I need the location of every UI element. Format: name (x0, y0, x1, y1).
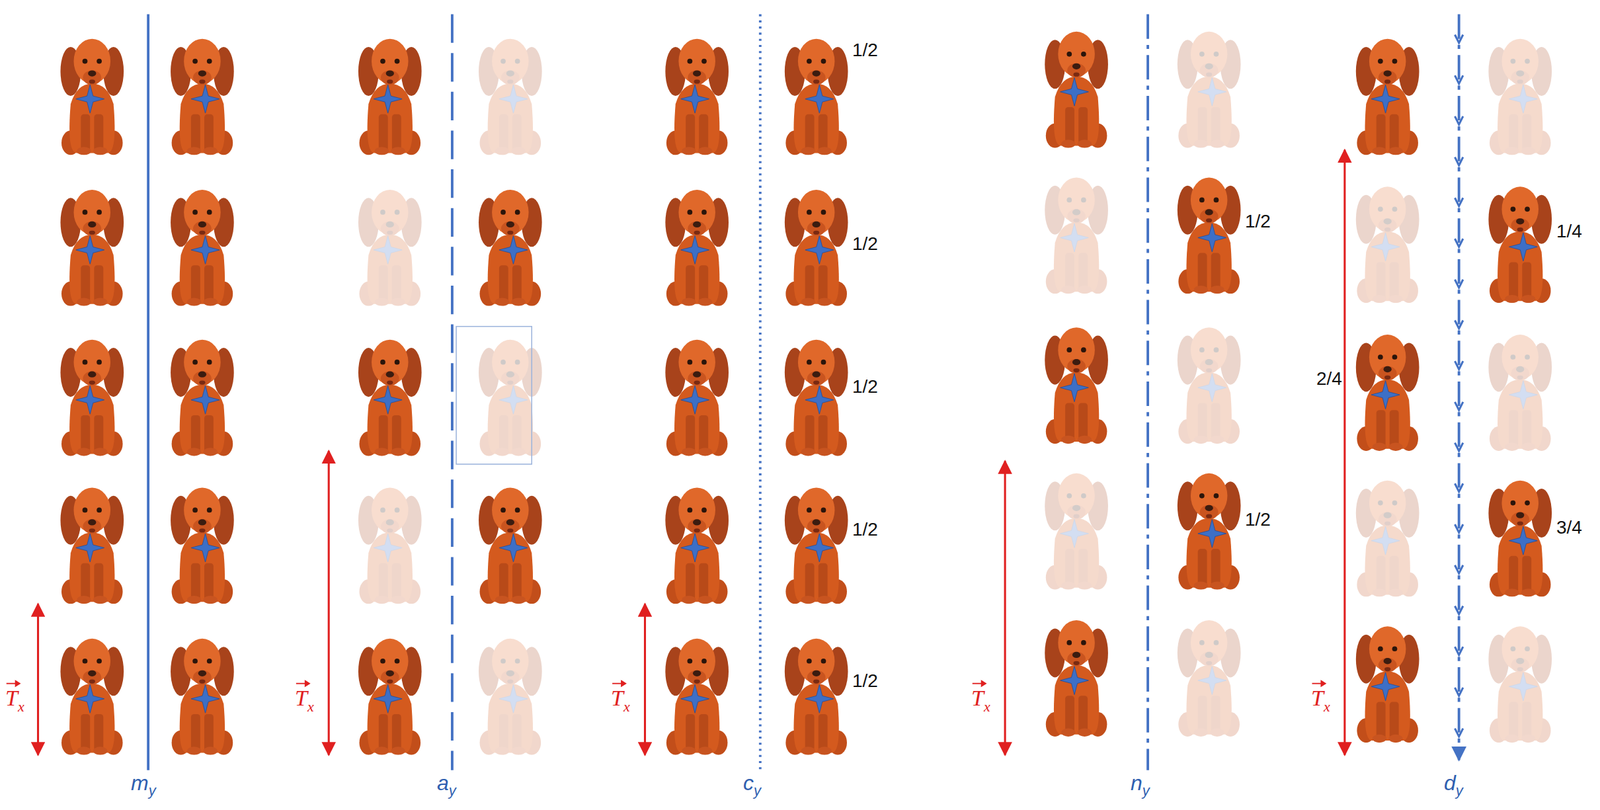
dog (784, 39, 849, 156)
dog-pale (1044, 177, 1109, 294)
dog-pale (358, 189, 422, 307)
symbol-text: n (1130, 772, 1143, 794)
dog (170, 638, 235, 756)
dog (60, 39, 124, 156)
fraction-label: 1/2 (1243, 212, 1273, 231)
fraction-label: 1/2 (1243, 510, 1273, 529)
dog-pale (1177, 327, 1241, 444)
subscript-text: x (307, 699, 315, 715)
dog (665, 638, 729, 756)
fraction-label: 1/2 (850, 234, 880, 254)
dog (665, 189, 729, 307)
translation-label: Tx (5, 686, 25, 710)
dog-pale (478, 638, 543, 756)
dog (478, 189, 543, 307)
glide-line-n (1146, 14, 1150, 771)
dog-pale (1356, 186, 1420, 303)
subscript-text: y (1142, 783, 1150, 799)
dog (358, 39, 422, 156)
subscript-text: x (1323, 699, 1331, 715)
translation-arrow (38, 150, 1345, 756)
translation-label: Tx (1311, 686, 1331, 710)
symbol-text: T (610, 686, 624, 710)
dog-pale (1356, 480, 1420, 598)
dog (1044, 327, 1109, 444)
subscript-text: y (1455, 783, 1464, 799)
dog (665, 487, 729, 604)
symmetry-symbol: ay (437, 772, 457, 794)
translation-label: Tx (971, 686, 991, 710)
glide-line-c (759, 14, 762, 771)
translation-label: Tx (294, 686, 315, 710)
dog-pale (1488, 334, 1552, 451)
symbol-text: T (971, 686, 984, 710)
dog (358, 638, 422, 756)
dog-pale (1488, 626, 1552, 743)
symbol-text: T (1311, 686, 1324, 710)
dog-pale (478, 339, 543, 457)
dog (1356, 334, 1420, 451)
dog (1177, 473, 1241, 590)
dog (665, 339, 729, 457)
symbol-text: T (294, 686, 308, 710)
dog (665, 39, 729, 156)
mirror-line (146, 14, 150, 771)
symbol-text: c (743, 772, 754, 794)
dog-pale (1488, 39, 1552, 156)
highlight-box (456, 326, 532, 465)
symbol-text: a (437, 772, 449, 794)
dog (1488, 186, 1552, 303)
fraction-label: 1/2 (850, 377, 880, 397)
dog (170, 487, 235, 604)
fraction-label: 2/4 (1315, 369, 1344, 389)
dog (1044, 620, 1109, 737)
dog-pale (478, 39, 543, 156)
dog (60, 189, 124, 307)
dog (1356, 626, 1420, 743)
fraction-label: 1/2 (850, 520, 880, 539)
fraction-label: 1/2 (850, 671, 880, 691)
dog (784, 638, 849, 756)
symbol-text: m (130, 772, 149, 794)
dog (784, 339, 849, 457)
dog (1488, 480, 1552, 598)
dog (60, 638, 124, 756)
dog (784, 487, 849, 604)
dog (170, 189, 235, 307)
fraction-label: 1/4 (1555, 222, 1584, 241)
dog-pale (1044, 473, 1109, 590)
dog (1177, 177, 1241, 294)
fraction-label: 3/4 (1555, 518, 1584, 537)
subscript-text: y (753, 783, 761, 799)
dog-pale (1177, 31, 1241, 149)
dog-pale (1177, 620, 1241, 737)
symmetry-symbol: ny (1130, 772, 1150, 794)
dog (170, 339, 235, 457)
glide-line-a (450, 14, 454, 771)
glide-line-d (1454, 14, 1463, 761)
subscript-text: y (148, 783, 157, 799)
dog (478, 487, 543, 604)
subscript-text: x (17, 699, 25, 715)
subscript-text: y (448, 783, 457, 799)
dog (60, 487, 124, 604)
symmetry-symbol: cy (743, 772, 761, 794)
dog (1356, 39, 1420, 156)
dog (1044, 31, 1109, 149)
dog (60, 339, 124, 457)
dog (170, 39, 235, 156)
symbol-text: T (5, 686, 18, 710)
dog (784, 189, 849, 307)
subscript-text: x (983, 699, 991, 715)
dog-pale (358, 487, 422, 604)
fraction-label: 1/2 (850, 40, 880, 60)
symmetry-symbol: my (130, 772, 157, 794)
dog (358, 339, 422, 457)
symbol-text: d (1443, 772, 1456, 794)
translation-label: Tx (610, 686, 631, 710)
subscript-text: x (623, 699, 631, 715)
symmetry-symbol: dy (1443, 772, 1464, 794)
